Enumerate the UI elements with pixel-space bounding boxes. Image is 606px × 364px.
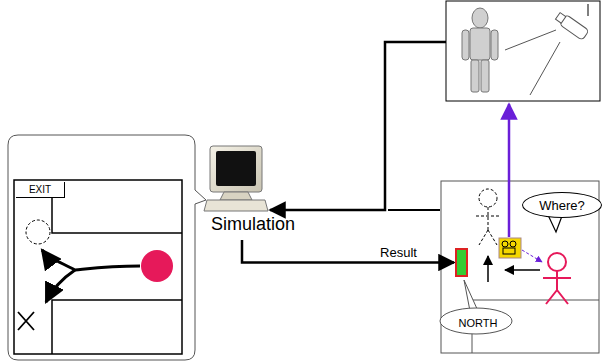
north-sign: NORTH <box>455 248 468 277</box>
speech-bubble: Where? <box>522 192 602 218</box>
camera-feed-arrow <box>508 104 511 237</box>
result-arrow <box>242 240 454 263</box>
computer-icon <box>204 146 268 211</box>
node-text: Simulation <box>196 214 310 235</box>
simulation-callout <box>8 135 206 360</box>
simulation-computer: Simulation <box>196 142 310 240</box>
node-text: EXIT <box>29 184 51 195</box>
exit-label: EXIT <box>16 182 65 198</box>
node-text: NORTH <box>447 317 509 329</box>
video-input-arrow <box>270 42 446 210</box>
edge-label: Result <box>378 245 419 260</box>
floor-plan <box>440 181 599 353</box>
node-text: Where? <box>539 198 585 213</box>
floor-plan-feed-line <box>388 209 440 211</box>
camera-view-box <box>446 1 600 101</box>
